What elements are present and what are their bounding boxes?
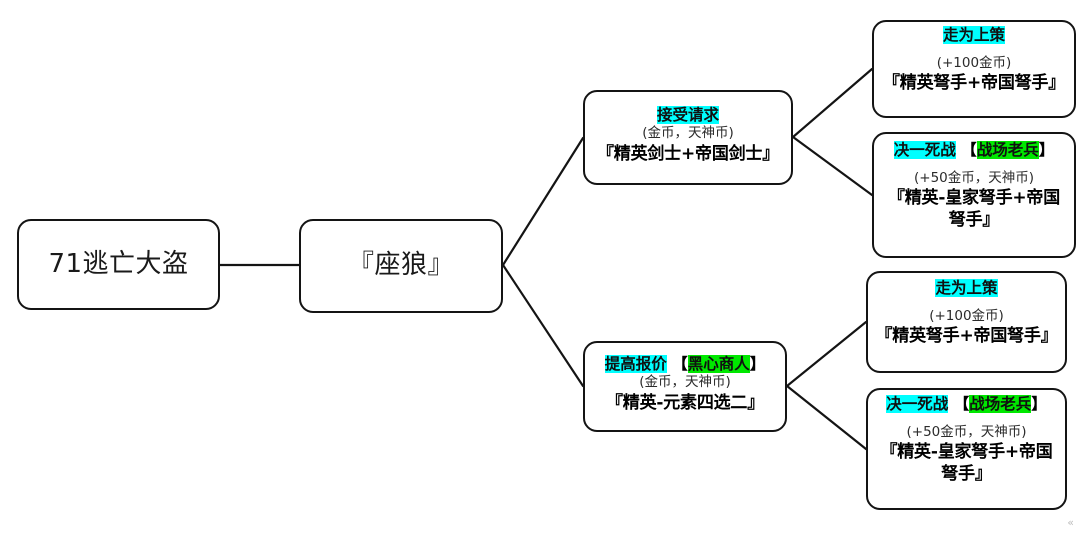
edge-wolf-raise	[501, 263, 585, 388]
node-duel-bottom[interactable]: 决一死战 【战场老兵】(+50金币，天神币)『精英-皇家弩手+帝国弩手』	[866, 388, 1067, 510]
perk-highlight: 战场老兵	[976, 141, 1039, 160]
node-cost-line: (金币，天神币)	[639, 374, 731, 391]
node-flee-bottom[interactable]: 走为上策 (+100金币) 『精英弩手+帝国弩手』	[866, 271, 1067, 373]
node-choice-title: 决一死战 【战场老兵】	[886, 395, 1047, 414]
bracket-close: 】	[1031, 395, 1047, 414]
perk-highlight: 黑心商人	[687, 354, 750, 373]
choice-highlight: 走为上策	[942, 26, 1005, 45]
edge-accept-duel-top	[791, 135, 874, 197]
node-cost-line: (金币，天神币)	[642, 125, 734, 142]
node-choice-title: 走为上策	[935, 279, 998, 298]
node-root[interactable]: 71逃亡大盗	[17, 219, 220, 310]
node-cost-line: (+50金币，天神币)	[906, 423, 1027, 440]
bracket-open: 【	[672, 354, 688, 373]
node-label: 71逃亡大盗	[48, 248, 189, 279]
choice-highlight: 提高报价	[604, 354, 667, 373]
node-choice-title: 走为上策	[942, 26, 1005, 45]
node-reward-line: 『精英剑士+帝国剑士』	[596, 143, 780, 164]
node-wolf[interactable]: 『座狼』	[299, 219, 503, 313]
node-cost-line: (+50金币，天神币)	[913, 169, 1035, 186]
perk-highlight: 战场老兵	[969, 395, 1032, 414]
bracket-close: 】	[1038, 141, 1055, 160]
node-reward-line: 『精英弩手+帝国弩手』	[882, 73, 1066, 94]
node-reward-line: 『精英-皇家弩手+帝国弩手』	[880, 442, 1053, 484]
corner-artifact-mark: «	[1067, 516, 1074, 529]
node-choice-title: 接受请求	[656, 105, 719, 124]
node-duel-top[interactable]: 决一死战 【战场老兵】(+50金币，天神币)『精英-皇家弩手+帝国弩手』	[872, 132, 1076, 258]
node-accept[interactable]: 接受请求(金币，天神币)『精英剑士+帝国剑士』	[583, 90, 793, 185]
choice-highlight: 决一死战	[886, 395, 949, 414]
node-cost-line: (+100金币)	[929, 307, 1004, 324]
node-reward-line: 『精英-元素四选二』	[605, 392, 765, 413]
node-choice-title: 决一死战 【战场老兵】	[893, 141, 1055, 160]
edge-raise-duel-bottom	[785, 384, 868, 451]
node-reward-line: 『精英弩手+帝国弩手』	[875, 326, 1058, 347]
choice-highlight: 决一死战	[893, 141, 956, 160]
choice-highlight: 走为上策	[935, 279, 998, 298]
node-choice-title: 提高报价 【黑心商人】	[604, 354, 766, 373]
bracket-close: 】	[749, 354, 766, 373]
edge-raise-flee-bottom	[785, 320, 868, 388]
bracket-open: 【	[953, 395, 970, 414]
node-cost-line: (+100金币)	[936, 54, 1012, 71]
node-reward-line: 『精英-皇家弩手+帝国弩手』	[887, 188, 1061, 230]
bracket-open: 【	[961, 141, 977, 160]
node-raise[interactable]: 提高报价 【黑心商人】(金币，天神币)『精英-元素四选二』	[583, 341, 787, 432]
node-label: 『座狼』	[347, 250, 454, 281]
node-flee-top[interactable]: 走为上策 (+100金币) 『精英弩手+帝国弩手』	[872, 20, 1076, 118]
edge-accept-flee-top	[791, 67, 874, 139]
choice-highlight: 接受请求	[656, 105, 719, 124]
edge-wolf-accept	[501, 136, 585, 267]
